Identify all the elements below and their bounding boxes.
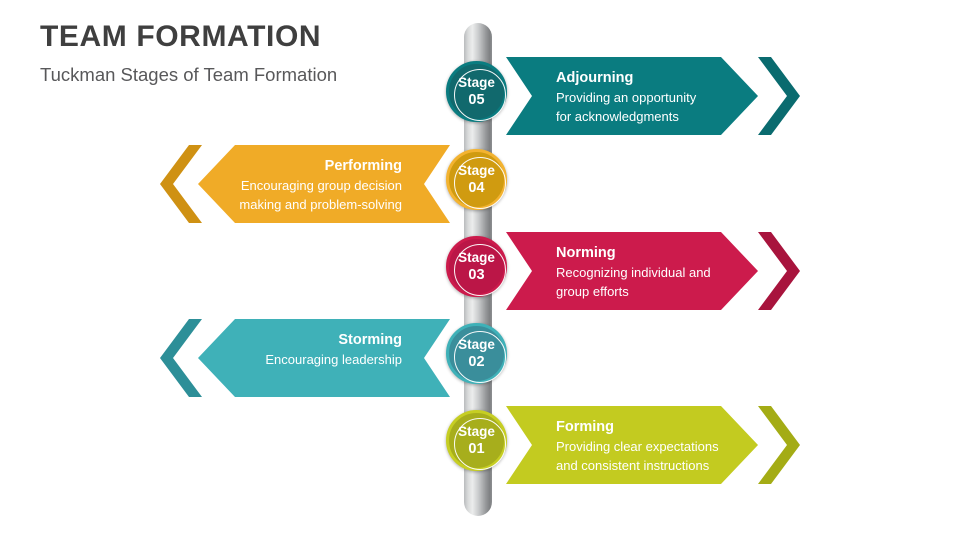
stage-badge[interactable]: Stage 04 — [446, 149, 507, 210]
stage-badge-word: Stage — [458, 424, 495, 439]
stage-heading: Norming — [556, 245, 616, 261]
page-title: TEAM FORMATION — [40, 20, 322, 53]
stage-badge-number: 04 — [468, 180, 485, 196]
stage-description-line: Providing clear expectations — [556, 439, 719, 454]
page-subtitle: Tuckman Stages of Team Formation — [40, 64, 338, 85]
stage-badge-word: Stage — [458, 250, 495, 265]
stage-arrow-tail-chevron-icon — [160, 145, 202, 223]
stage-heading: Storming — [338, 332, 402, 348]
stage-description-line: group efforts — [556, 283, 629, 299]
stage-arrow-tail-chevron-icon — [758, 232, 800, 310]
stage-badge-number: 03 — [468, 267, 485, 283]
stage-badge-number: 02 — [468, 354, 485, 370]
stage-arrow-tail-chevron-icon — [160, 319, 202, 397]
stage-band[interactable] — [506, 57, 758, 135]
stage-description-line: for acknowledgments — [556, 108, 679, 124]
stage-description-line: Recognizing individual and — [556, 265, 711, 280]
stage-band[interactable] — [506, 406, 758, 484]
stage-badge[interactable]: Stage 02 — [446, 323, 507, 384]
stage-description-line: making and problem-solving — [239, 196, 402, 212]
stage-badge-word: Stage — [458, 75, 495, 90]
stage-description-line: Providing an opportunity — [556, 90, 697, 105]
stage-band[interactable] — [506, 232, 758, 310]
stage-heading: Performing — [324, 158, 402, 174]
stage-band[interactable] — [198, 145, 450, 223]
stage-badge-number: 01 — [468, 441, 485, 457]
stage-description-line: Encouraging group decision — [240, 178, 402, 193]
stage-arrow-tail-chevron-icon — [758, 406, 800, 484]
stage-heading: Adjourning — [556, 70, 634, 86]
stage-heading: Forming — [556, 419, 614, 435]
stage-arrow-tail-chevron-icon — [758, 57, 800, 135]
stage-band[interactable] — [198, 319, 450, 397]
stage-description-line: and consistent instructions — [556, 457, 710, 473]
stage-description-line: Encouraging leadership — [265, 352, 402, 367]
stage-badge-number: 05 — [468, 92, 485, 108]
stage-badge[interactable]: Stage 01 — [446, 410, 507, 471]
stage-badge-word: Stage — [458, 337, 495, 352]
stage-badge-word: Stage — [458, 163, 495, 178]
stage-badge[interactable]: Stage 05 — [446, 61, 507, 122]
title-block: TEAM FORMATION Tuckman Stages of Team Fo… — [40, 18, 337, 88]
stage-badge[interactable]: Stage 03 — [446, 236, 507, 297]
